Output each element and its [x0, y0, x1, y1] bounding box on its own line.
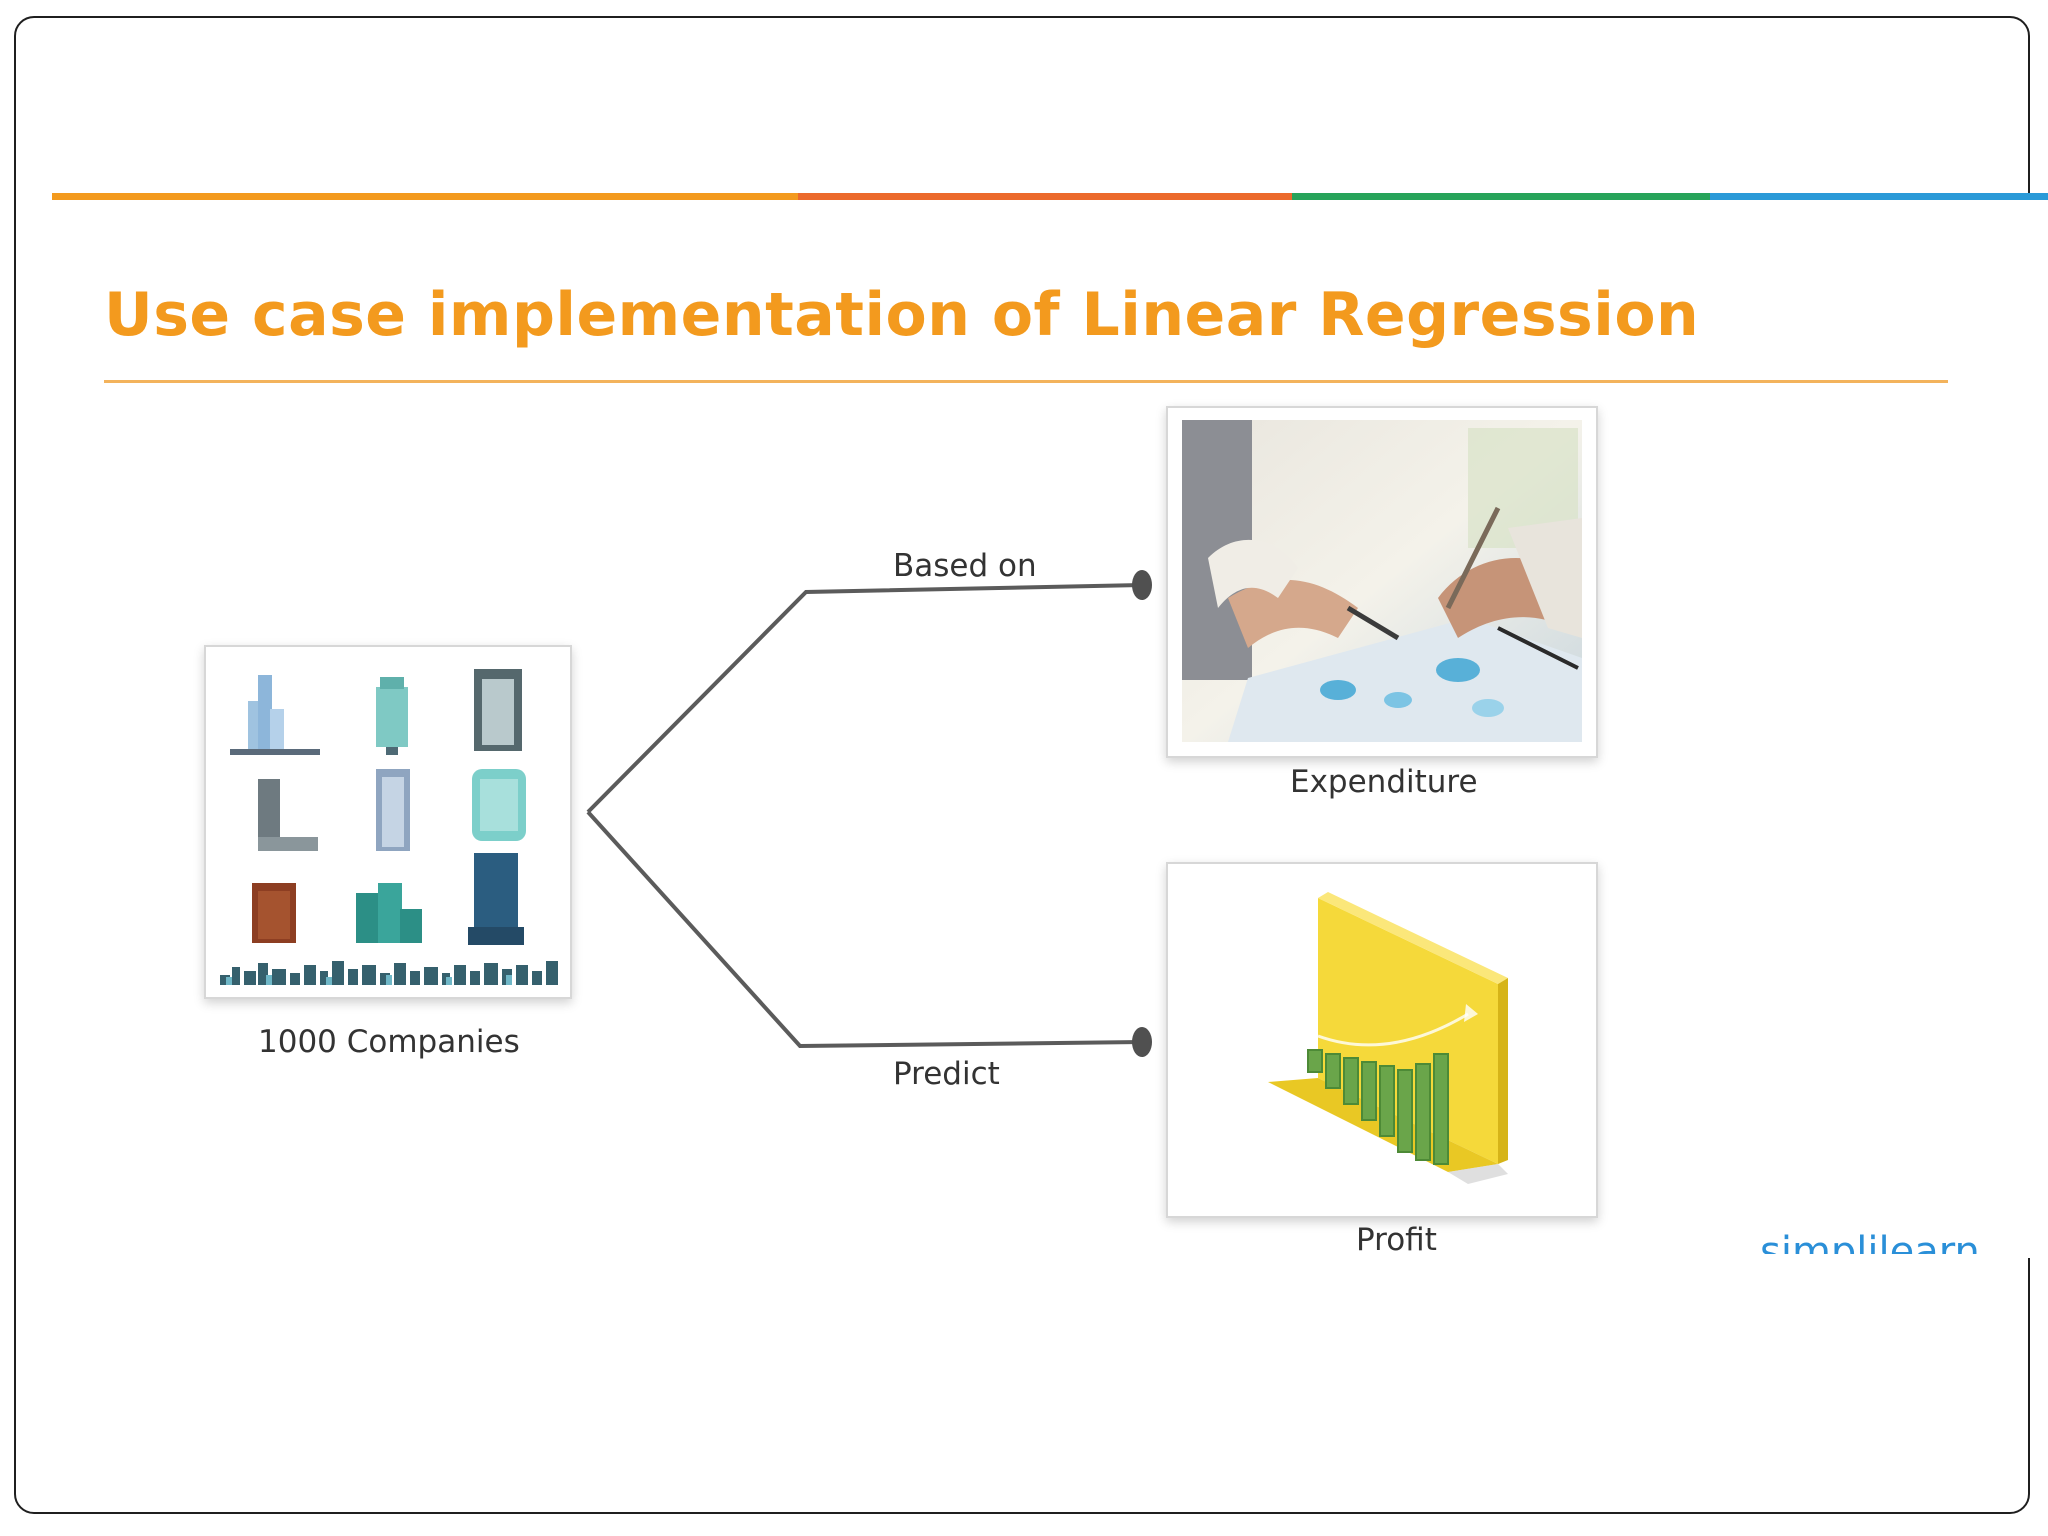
- edge-label-based-on: Based on: [893, 548, 1037, 584]
- companies-card: [204, 645, 572, 999]
- business-analysis-photo: [1182, 420, 1582, 742]
- slide-crop-edge: [2014, 200, 2048, 1258]
- title-underline: [104, 380, 1948, 383]
- slide-title: Use case implementation of Linear Regres…: [104, 280, 1700, 350]
- profit-label: Profit: [1356, 1222, 1437, 1258]
- connector-end-dot: [1132, 570, 1152, 600]
- companies-label: 1000 Companies: [258, 1024, 520, 1060]
- office-buildings-icon: [220, 669, 558, 985]
- connector-based-on: [586, 583, 1143, 814]
- accent-stripe-red: [798, 193, 1292, 200]
- money-growth-chart-icon: [1268, 892, 1508, 1184]
- profit-card: [1166, 862, 1598, 1218]
- connector-predict: [586, 810, 1143, 1049]
- connector-end-dot: [1132, 1027, 1152, 1057]
- accent-stripe-orange: [52, 193, 798, 200]
- edge-label-predict: Predict: [893, 1056, 1000, 1092]
- accent-stripe-green: [1292, 193, 1710, 200]
- expenditure-card: [1166, 406, 1598, 758]
- accent-stripe-blue: [1710, 193, 2048, 200]
- brand-logo-text: simplilearn: [1760, 1232, 1984, 1254]
- expenditure-label: Expenditure: [1290, 764, 1478, 800]
